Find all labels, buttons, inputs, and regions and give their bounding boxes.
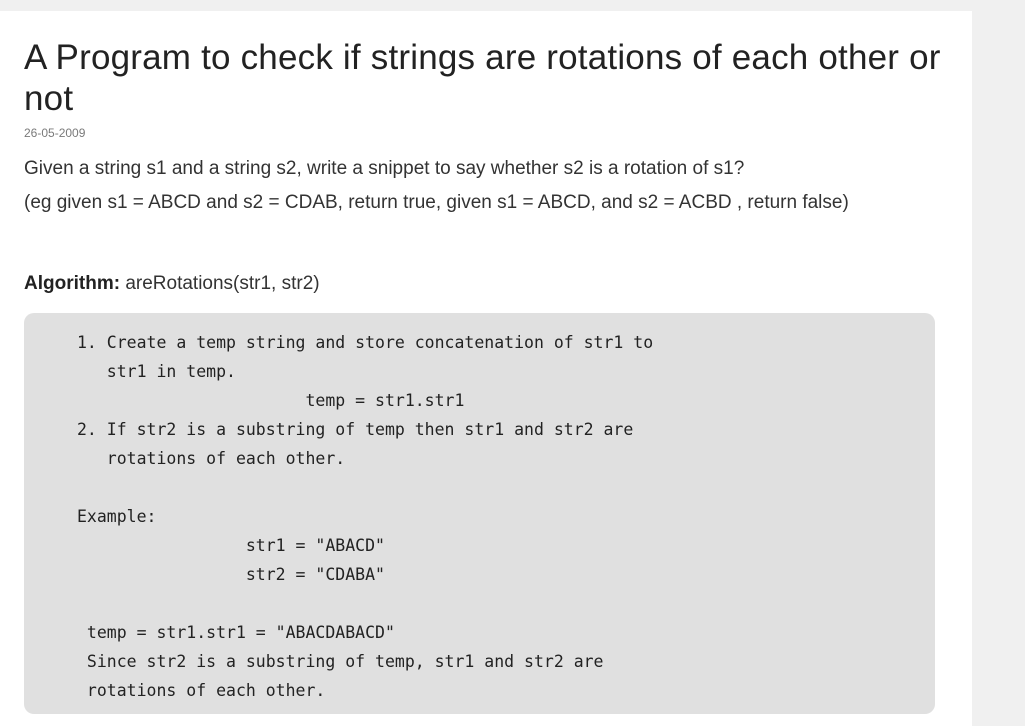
publish-date: 26-05-2009	[24, 126, 86, 140]
code-block: 1. Create a temp string and store concat…	[24, 313, 935, 714]
algorithm-label: Algorithm:	[24, 273, 121, 294]
code-text: 1. Create a temp string and store concat…	[77, 333, 654, 700]
article-card: A Program to check if strings are rotati…	[0, 11, 972, 726]
algorithm-signature: areRotations(str1, str2)	[120, 273, 320, 294]
problem-statement: Given a string s1 and a string s2, write…	[24, 158, 745, 179]
page-title: A Program to check if strings are rotati…	[24, 38, 941, 118]
algorithm-heading: Algorithm: areRotations(str1, str2)	[24, 272, 320, 296]
problem-example: (eg given s1 = ABCD and s2 = CDAB, retur…	[24, 192, 849, 213]
